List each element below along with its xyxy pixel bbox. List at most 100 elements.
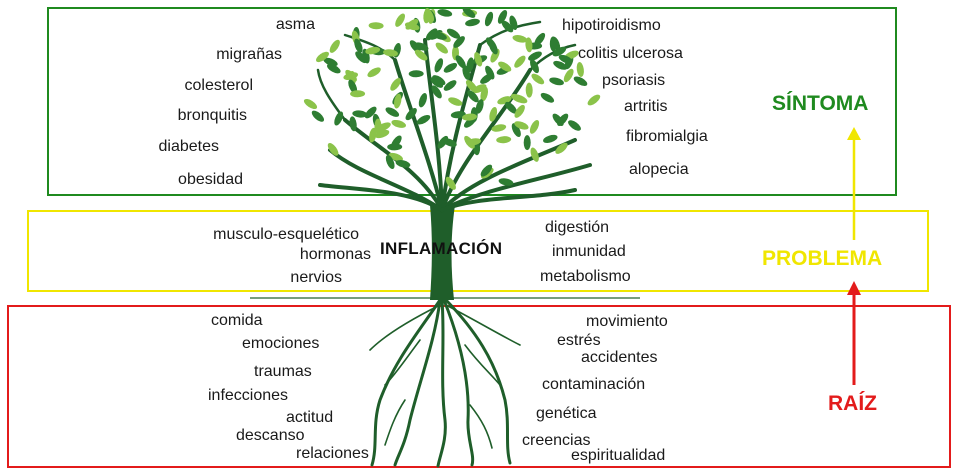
arrow-raiz-to-problema [847,281,861,385]
root-label-creencias: creencias [522,432,591,449]
leaf [383,49,398,57]
problema-box [27,210,929,292]
leaf [348,79,358,94]
leaf [453,36,465,48]
root [384,399,406,446]
root-label-relaciones: relaciones [296,445,369,462]
leaf [523,135,531,151]
leaf [435,42,448,54]
symptom-label-colesterol: colesterol [184,77,253,94]
root-label-estres: estrés [557,332,601,349]
leaf [563,68,574,83]
trunk-shape [430,205,455,300]
leaf [462,7,476,18]
raiz-box [7,305,951,468]
leaf [431,85,442,99]
leaf [555,142,568,154]
leaf [514,121,529,130]
leaf [374,118,382,134]
level-title-sintoma: SÍNTOMA [772,92,869,115]
leaf [485,65,495,80]
leaf [364,106,377,119]
leaf [552,113,564,126]
root-label-infecciones: infecciones [208,387,289,404]
leaf [365,46,381,55]
leaf [393,93,402,109]
leaf [414,49,428,61]
leaf [391,135,402,149]
leaf [432,31,447,40]
leaf [405,18,419,30]
leaf [443,62,458,73]
leaf [485,37,497,51]
leaf [445,176,456,190]
root-label-comida: comida [211,312,263,329]
leaf [450,111,466,119]
leaf [552,46,567,57]
leaf [576,62,584,77]
root [369,304,441,351]
symptom-label-alopecia: alopecia [629,161,689,178]
branch [440,68,532,212]
branch [318,183,444,212]
leaf [367,67,381,78]
leaf [311,110,325,122]
leaf [408,70,424,78]
leaf [514,104,525,118]
root [445,304,521,346]
leaf [498,178,514,186]
leaf [443,80,457,91]
leaf [573,76,588,86]
leaf [497,10,508,24]
leaf [466,57,474,73]
symptom-label-migranas: migrañas [216,46,282,63]
inflamacion-label: INFLAMACIÓN [380,239,503,258]
root [384,339,421,386]
leaf [424,8,435,23]
sintoma-box [47,7,897,196]
symptom-label-psoriasis: psoriasis [602,72,666,89]
leaf [543,134,558,143]
leaf [465,18,480,27]
symptom-label-fibromialgia: fibromialgia [626,128,708,145]
branch [440,188,577,212]
root-label-traumas: traumas [254,363,312,380]
leaf [385,154,395,170]
problem-label-nervios: nervios [290,269,342,286]
leaf [391,119,406,128]
tree-trunk [430,205,455,300]
leaf [455,55,466,69]
symptom-label-colitis-ulcerosa: colitis ulcerosa [578,45,683,62]
root [436,298,447,468]
leaf [553,60,568,70]
leaf [316,51,329,63]
leaf [480,164,493,177]
symptom-label-obesidad: obesidad [178,171,243,188]
leaf [430,77,444,88]
leaf [465,80,478,93]
leaf [475,99,484,114]
level-title-raiz: RAÍZ [828,392,877,415]
leaf [349,116,357,132]
root-label-accidentes: accidentes [581,349,658,366]
root [393,298,442,467]
leaf [540,92,555,103]
leaf [323,57,338,67]
leaf [442,138,457,147]
arrow-problema-to-sintoma [847,127,861,240]
leaf [549,36,557,52]
tree-leaves [303,7,601,190]
leaf [434,58,444,73]
leaf [484,11,494,27]
leaf [369,127,377,143]
leaf [327,143,339,156]
root [370,298,442,467]
leaf [385,107,400,117]
leaf [501,20,514,33]
branch [393,58,444,212]
branch [440,43,482,212]
leaf [374,129,390,139]
leaf [425,28,438,41]
